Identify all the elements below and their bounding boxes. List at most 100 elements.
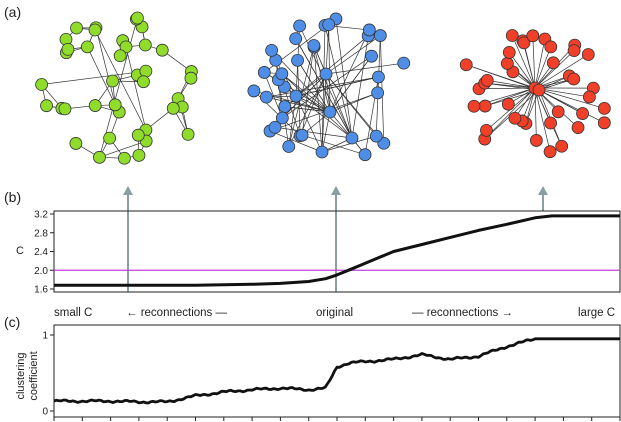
network-edge — [295, 76, 379, 97]
network-edge — [523, 42, 536, 89]
network-edge — [266, 96, 331, 113]
network-edge — [485, 89, 540, 107]
network-node — [508, 111, 522, 125]
panel-b-ytick-label: 1.6 — [34, 285, 48, 296]
network-edge — [534, 38, 546, 89]
network-node — [103, 131, 117, 145]
network-edge — [325, 24, 330, 75]
network-node — [345, 131, 359, 145]
panel-b-ytick-label: 2.0 — [34, 266, 48, 277]
network-node — [108, 98, 122, 112]
network-node — [371, 86, 385, 100]
network-edge — [351, 29, 370, 139]
network-edge — [328, 24, 331, 113]
network-node — [61, 42, 75, 56]
network-node — [323, 105, 337, 119]
network-edge — [511, 35, 536, 89]
network-node — [132, 148, 146, 162]
network-edge — [329, 92, 378, 113]
network-node — [555, 139, 569, 153]
network-edge — [335, 18, 353, 139]
network-node — [289, 32, 303, 46]
network-edge — [325, 35, 381, 75]
network-edge — [295, 95, 353, 139]
network-node — [117, 151, 131, 165]
network-nodes — [35, 11, 198, 165]
caption-left-reconnections: ← reconnections — — [126, 307, 227, 319]
caption-small-c: small C — [54, 307, 92, 319]
network-node — [500, 57, 514, 70]
network-nodes — [247, 12, 411, 162]
network-edge — [321, 111, 331, 153]
network-node — [80, 40, 94, 54]
network-node — [282, 140, 296, 153]
caption-original: original — [316, 307, 353, 319]
network-edge — [295, 95, 323, 153]
network-edge — [301, 45, 315, 136]
panel-label-b: (b) — [4, 189, 21, 205]
network-node — [293, 19, 307, 33]
network-node — [138, 38, 152, 52]
pointer-arrow-head — [123, 186, 133, 195]
large-c-network — [459, 29, 611, 159]
network-node — [295, 128, 309, 142]
network-node — [529, 134, 543, 147]
panel-c-ytick-label: 0 — [42, 407, 48, 418]
network-node — [502, 45, 516, 59]
network-edge — [325, 73, 377, 137]
network-node — [181, 128, 195, 141]
network-edge — [321, 25, 326, 153]
network-node — [166, 101, 180, 115]
network-edge — [125, 46, 147, 131]
network-node — [88, 23, 102, 37]
network-node — [291, 53, 304, 67]
network-node — [275, 111, 289, 125]
network-node — [517, 36, 531, 50]
network-edge — [87, 46, 116, 105]
network-edge — [301, 134, 366, 156]
network-edge — [321, 135, 377, 153]
network-node — [265, 43, 279, 57]
network-edge — [41, 70, 146, 85]
network-node — [40, 99, 53, 113]
panel-b-ytick-label: 2.8 — [34, 228, 48, 239]
network-node — [257, 66, 271, 79]
network-node — [131, 128, 145, 142]
network-node — [597, 102, 611, 115]
network-node — [365, 49, 378, 63]
network-node — [581, 48, 595, 61]
network-node — [467, 99, 481, 113]
network-node — [35, 78, 49, 91]
panel-b-curve — [54, 214, 620, 287]
network-node — [278, 100, 292, 113]
pointer-arrows — [123, 186, 548, 292]
network-node — [576, 107, 589, 120]
network-edge — [534, 54, 589, 89]
network-node — [373, 29, 387, 42]
network-edge — [329, 55, 372, 113]
pointer-arrow-head — [538, 186, 548, 195]
network-nodes — [459, 29, 611, 159]
network-edge — [266, 76, 379, 98]
panel-label-c: (c) — [4, 314, 20, 330]
network-node — [289, 89, 303, 103]
network-node — [362, 23, 376, 37]
network-node — [322, 18, 336, 32]
network-node — [58, 102, 72, 116]
caption-large-c: large C — [578, 307, 615, 319]
panel-c-chart: clustering coefficient 01 — [15, 324, 621, 421]
network-edge — [269, 130, 323, 153]
panel-c-yticks: 01 — [42, 331, 621, 421]
network-node — [139, 64, 153, 78]
panel-c-ytick-label: 1 — [42, 331, 48, 342]
panel-b-chart: C 1.62.02.42.83.2 — [16, 210, 621, 296]
small-c-network — [35, 11, 198, 165]
network-edge — [532, 35, 536, 89]
panel-c-curve — [53, 337, 620, 405]
panel-b-ytick-label: 2.4 — [34, 247, 48, 258]
network-node — [478, 99, 492, 113]
panel-b-yticks: 1.62.02.42.83.2 — [34, 210, 54, 296]
network-node — [505, 29, 519, 42]
network-node — [259, 90, 273, 104]
